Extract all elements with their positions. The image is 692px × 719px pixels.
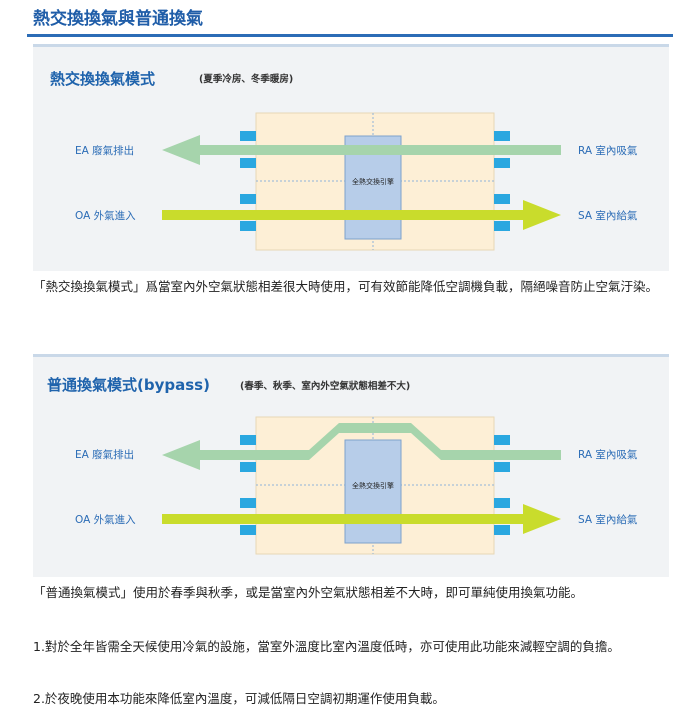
- bypass-point-2: 2.於夜晚使用本功能來降低室內溫度，可減低隔日空調初期運作使用負載。: [33, 691, 445, 706]
- sa-label: SA 室內給氣: [578, 513, 638, 526]
- bypass-exhaust-airflow-arrow: [162, 423, 561, 470]
- port-ra: [494, 131, 510, 141]
- heat-exchange-diagram: 熱交換換氣模式 (夏季冷房、冬季暖房) 全熱交換引擎 EA 廢氣排出 RA 室內…: [33, 44, 669, 271]
- port-oa: [240, 194, 256, 204]
- ea-label: EA 廢氣排出: [75, 448, 134, 461]
- port-ra: [494, 435, 510, 445]
- port-oa: [240, 498, 256, 508]
- port-sa: [494, 498, 510, 508]
- heat-exchange-diagram-svg: 熱交換換氣模式 (夏季冷房、冬季暖房) 全熱交換引擎 EA 廢氣排出 RA 室內…: [33, 47, 669, 271]
- diagram-title: 熱交換換氣模式: [50, 70, 155, 88]
- heat-exchange-description: 「熱交換換氣模式」爲當室內外空氣狀態相差很大時使用，可有效節能降低空調機負載，隔…: [33, 279, 659, 294]
- bypass-diagram-svg: 普通換氣模式(bypass) (春季、秋季、室內外空氣狀態相差不大) 全熱交換引…: [33, 357, 669, 577]
- port-sa-lower: [494, 525, 510, 535]
- port-ea-lower: [240, 462, 256, 472]
- heat-exchange-core: [344, 439, 402, 544]
- port-sa-lower: [494, 221, 510, 231]
- diagram-note: (春季、秋季、室內外空氣狀態相差不大): [240, 380, 410, 392]
- port-ea: [240, 435, 256, 445]
- exhaust-airflow-arrow: [162, 135, 561, 165]
- ra-label: RA 室內吸氣: [578, 448, 638, 461]
- ea-label: EA 廢氣排出: [75, 144, 134, 157]
- bypass-point-1: 1.對於全年皆需全天候使用冷氣的設施，當室外溫度比室內溫度低時，亦可使用此功能來…: [33, 639, 620, 654]
- supply-airflow-arrow: [162, 200, 561, 230]
- title-rule: [27, 34, 673, 37]
- oa-label: OA 外氣進入: [75, 513, 136, 526]
- core-label: 全熱交換引擎: [352, 481, 394, 490]
- port-ra-lower: [494, 462, 510, 472]
- ra-label: RA 室內吸氣: [578, 144, 638, 157]
- oa-label: OA 外氣進入: [75, 209, 136, 222]
- port-sa: [494, 194, 510, 204]
- bypass-diagram: 普通換氣模式(bypass) (春季、秋季、室內外空氣狀態相差不大) 全熱交換引…: [33, 354, 669, 577]
- port-oa-lower: [240, 221, 256, 231]
- port-ra-lower: [494, 158, 510, 168]
- sa-label: SA 室內給氣: [578, 209, 638, 222]
- port-oa-lower: [240, 525, 256, 535]
- supply-airflow-arrow: [162, 504, 561, 534]
- diagram-note: (夏季冷房、冬季暖房): [199, 73, 293, 85]
- core-label: 全熱交換引擎: [352, 177, 394, 186]
- bypass-description: 「普通換氣模式」使用於春季與秋季，或是當室內外空氣狀態相差不大時，即可單純使用換…: [33, 585, 584, 600]
- port-ea-lower: [240, 158, 256, 168]
- diagram-title: 普通換氣模式(bypass): [47, 376, 210, 394]
- port-ea: [240, 131, 256, 141]
- page-title: 熱交換換氣與普通換氣: [33, 9, 203, 29]
